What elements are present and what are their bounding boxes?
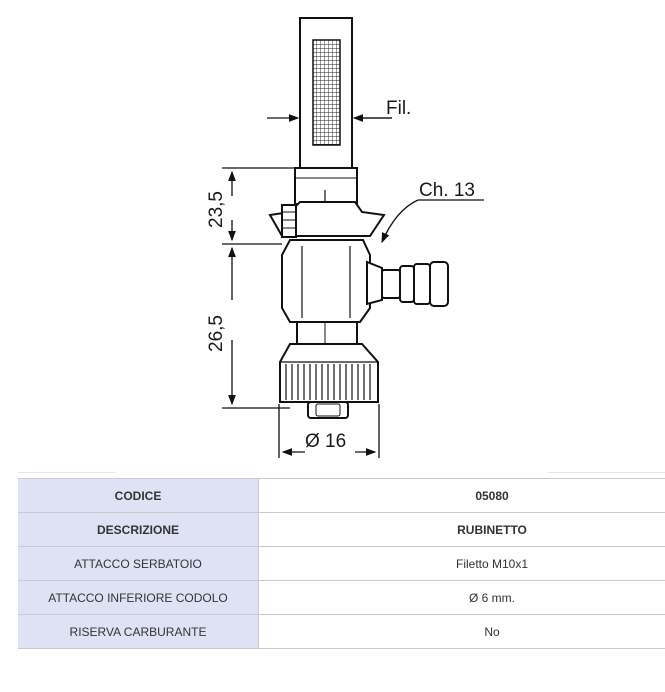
fil-label: Fil. — [386, 98, 411, 119]
row-value: Filetto M10x1 — [258, 546, 665, 581]
divider-right — [548, 472, 665, 473]
row-label: CODICE — [18, 478, 259, 513]
dim-upper-label: 23,5 — [206, 191, 227, 228]
row-label: DESCRIZIONE — [18, 512, 259, 547]
row-value: Ø 6 mm. — [258, 580, 665, 615]
diameter-dimension — [278, 404, 380, 458]
dim-lower-label: 26,5 — [206, 315, 227, 352]
filter-tube — [299, 17, 353, 169]
table-row: CODICE 05080 — [18, 478, 665, 513]
table-row: ATTACCO INFERIORE CODOLO Ø 6 mm. — [18, 580, 665, 615]
row-label: RISERVA CARBURANTE — [18, 614, 259, 649]
knurled-knob — [279, 343, 379, 419]
dim-diameter-label: Ø 16 — [305, 431, 346, 452]
row-value: 05080 — [258, 478, 665, 513]
row-value: No — [258, 614, 665, 649]
row-value: RUBINETTO — [258, 512, 665, 547]
table-row: RISERVA CARBURANTE No — [18, 614, 665, 649]
spec-table: CODICE 05080 DESCRIZIONE RUBINETTO ATTAC… — [18, 478, 665, 649]
divider-left — [18, 472, 116, 473]
seal-collar — [268, 201, 386, 238]
hose-barb — [366, 260, 449, 307]
table-row: ATTACCO SERBATOIO Filetto M10x1 — [18, 546, 665, 581]
table-row: DESCRIZIONE RUBINETTO — [18, 512, 665, 547]
ch-leader — [381, 199, 484, 244]
row-label: ATTACCO INFERIORE CODOLO — [18, 580, 259, 615]
row-label: ATTACCO SERBATOIO — [18, 546, 259, 581]
fuel-tap-technical-drawing: Fil. — [206, 17, 484, 458]
ch-label: Ch. 13 — [419, 180, 475, 201]
hex-body — [281, 239, 371, 323]
